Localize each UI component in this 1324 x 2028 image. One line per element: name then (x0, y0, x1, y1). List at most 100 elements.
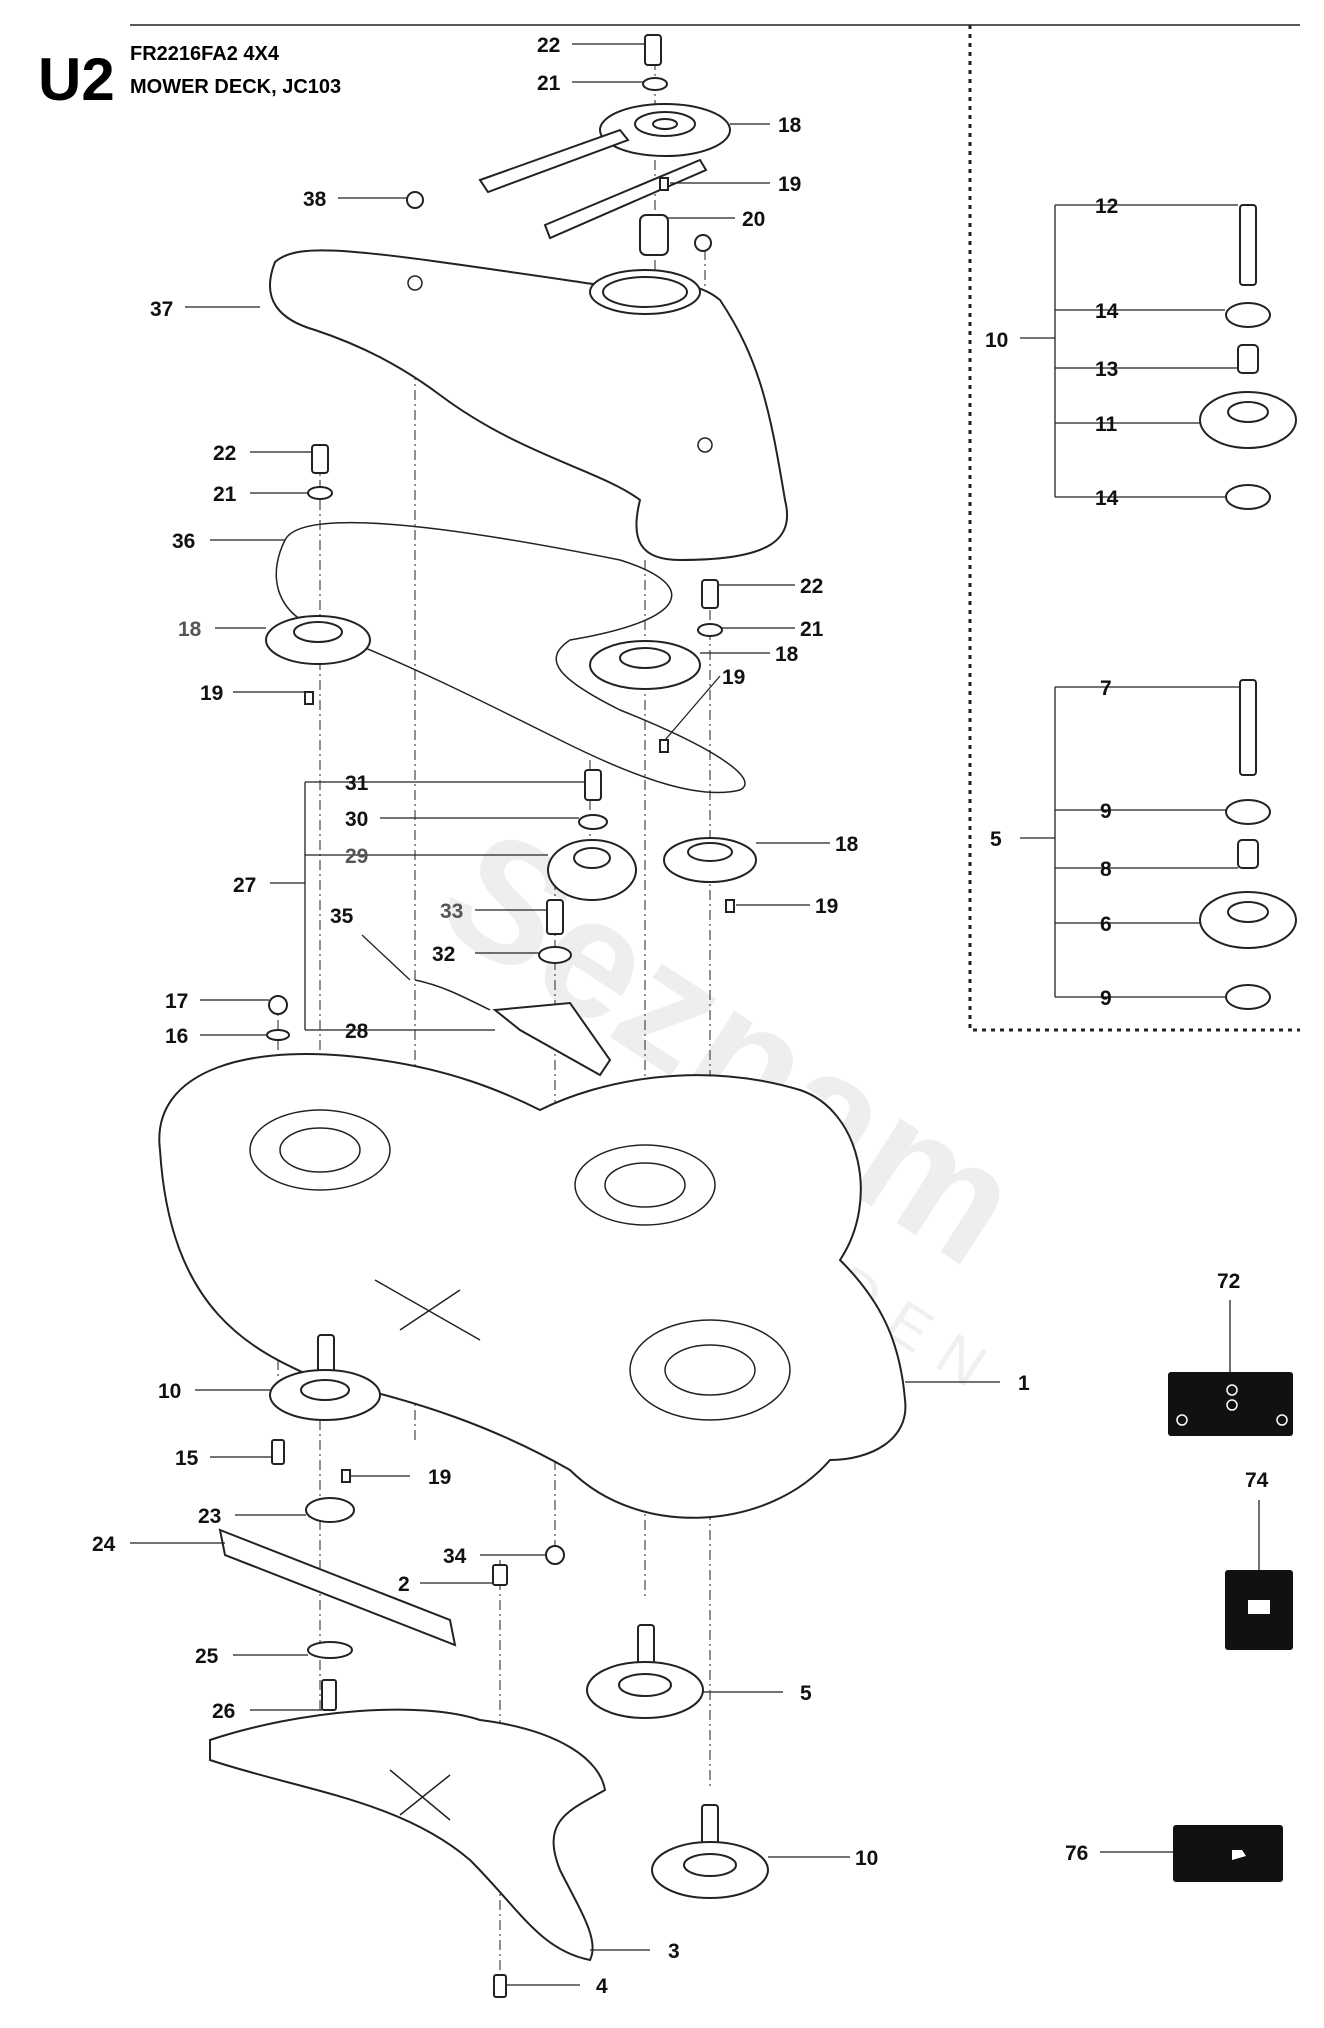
inset-brackets (1020, 204, 1240, 998)
blade-24 (218, 1528, 457, 1647)
callout-21-left: 21 (213, 483, 237, 506)
callout-21-top: 21 (537, 72, 561, 95)
shaft-12 (1239, 204, 1257, 286)
belt-segment-right (543, 158, 708, 240)
screw-38 (406, 191, 424, 209)
key-19-right (725, 899, 735, 913)
bolt-33 (546, 899, 564, 935)
callout-28: 28 (345, 1020, 369, 1043)
callout-12: 12 (1095, 195, 1118, 218)
callout-36: 36 (172, 530, 195, 553)
callout-24: 24 (92, 1533, 116, 1556)
callout-22-mid: 22 (800, 575, 823, 598)
washer-21-top (642, 77, 668, 91)
callout-15: 15 (175, 1447, 199, 1470)
callout-33: 33 (440, 900, 463, 923)
spindle-10-left (269, 1334, 381, 1523)
callout-17: 17 (165, 990, 188, 1013)
callout-19-left: 19 (200, 682, 223, 705)
leader-lines (130, 43, 1260, 1986)
callout-7: 7 (1100, 677, 1112, 700)
right-pulley-group (663, 837, 757, 913)
callout-27: 27 (233, 874, 256, 897)
callout-18-mid: 18 (775, 643, 799, 666)
belt-segment-left (478, 128, 630, 194)
tool-76 (1173, 1825, 1283, 1882)
callout-14-b: 14 (1095, 487, 1119, 510)
wrench-icon (1232, 1850, 1246, 1860)
callout-37: 37 (150, 298, 173, 321)
page-title: MOWER DECK, JC103 (130, 76, 341, 98)
bolt-26 (321, 1679, 337, 1711)
washer-30 (578, 814, 608, 830)
callout-32: 32 (432, 943, 455, 966)
book-icon (1248, 1600, 1270, 1614)
callout-10-inset: 10 (985, 329, 1008, 352)
belt-cover-37 (269, 249, 789, 562)
bushing-20 (639, 214, 669, 256)
bearing-23 (305, 1497, 355, 1523)
callout-9-b: 9 (1100, 987, 1112, 1010)
bolt-15 (271, 1439, 285, 1465)
spacer-13 (1237, 344, 1259, 374)
key-19-low (341, 1469, 351, 1483)
key-19-left (304, 691, 314, 705)
callout-5: 5 (800, 1682, 812, 1705)
inset-frame (968, 25, 1300, 1032)
key-19-mid (659, 739, 669, 753)
washer-32 (538, 946, 572, 964)
model-name: FR2216FA2 4X4 (130, 43, 280, 65)
mower-deck-1 (158, 1053, 907, 1519)
callout-19-mid: 19 (722, 666, 745, 689)
middle-pulley-group (589, 579, 723, 753)
idler-arm-28 (492, 1001, 612, 1077)
callout-26: 26 (212, 1700, 235, 1723)
idler-pulley-29 (547, 839, 637, 901)
idler-group (414, 769, 637, 1077)
inset-spindle-5 (1199, 679, 1297, 1010)
callout-18-right: 18 (835, 833, 859, 856)
callout-16: 16 (165, 1025, 188, 1048)
callout-20: 20 (742, 208, 765, 231)
washer-21-mid (697, 623, 723, 637)
washer-25 (307, 1641, 353, 1659)
top-pulley-assembly (406, 34, 731, 256)
callouts: 22 21 18 19 20 38 37 22 21 36 22 21 18 1… (92, 34, 1269, 1998)
bolt-22-top (644, 34, 662, 66)
callout-34: 34 (443, 1545, 467, 1568)
callout-11: 11 (1095, 413, 1118, 436)
callout-10-left: 10 (158, 1380, 181, 1403)
callout-2: 2 (398, 1573, 410, 1596)
washer-21-left (307, 486, 333, 500)
spring-35 (414, 979, 491, 1011)
callout-21-mid: 21 (800, 618, 824, 641)
callout-72: 72 (1217, 1270, 1240, 1293)
bolt-22-left (311, 444, 329, 474)
baffle-3 (209, 1708, 607, 1962)
stud-2 (492, 1564, 508, 1586)
bearing-14-b (1225, 484, 1271, 510)
callout-1: 1 (1018, 1372, 1030, 1395)
callout-76: 76 (1065, 1842, 1088, 1865)
key-19-top (659, 177, 669, 191)
callout-3: 3 (668, 1940, 680, 1963)
callout-23: 23 (198, 1505, 221, 1528)
left-pulley-group (265, 444, 371, 705)
callout-38: 38 (303, 188, 327, 211)
screw-38-right (694, 234, 712, 252)
callout-25: 25 (195, 1645, 219, 1668)
bearing-9-b (1225, 984, 1271, 1010)
callout-6: 6 (1100, 913, 1112, 936)
callout-19-right: 19 (815, 895, 838, 918)
bearing-9-a (1225, 799, 1271, 825)
callout-10-low: 10 (855, 1847, 878, 1870)
drive-belt-36 (275, 521, 746, 794)
spindle-10-lower (651, 1804, 769, 1899)
spindle-5-lower (586, 1624, 704, 1719)
callout-19-top: 19 (778, 173, 801, 196)
callout-13: 13 (1095, 358, 1118, 381)
callout-31: 31 (345, 772, 369, 795)
callout-8: 8 (1100, 858, 1112, 881)
nut-17 (268, 995, 288, 1015)
callout-74: 74 (1245, 1469, 1269, 1492)
